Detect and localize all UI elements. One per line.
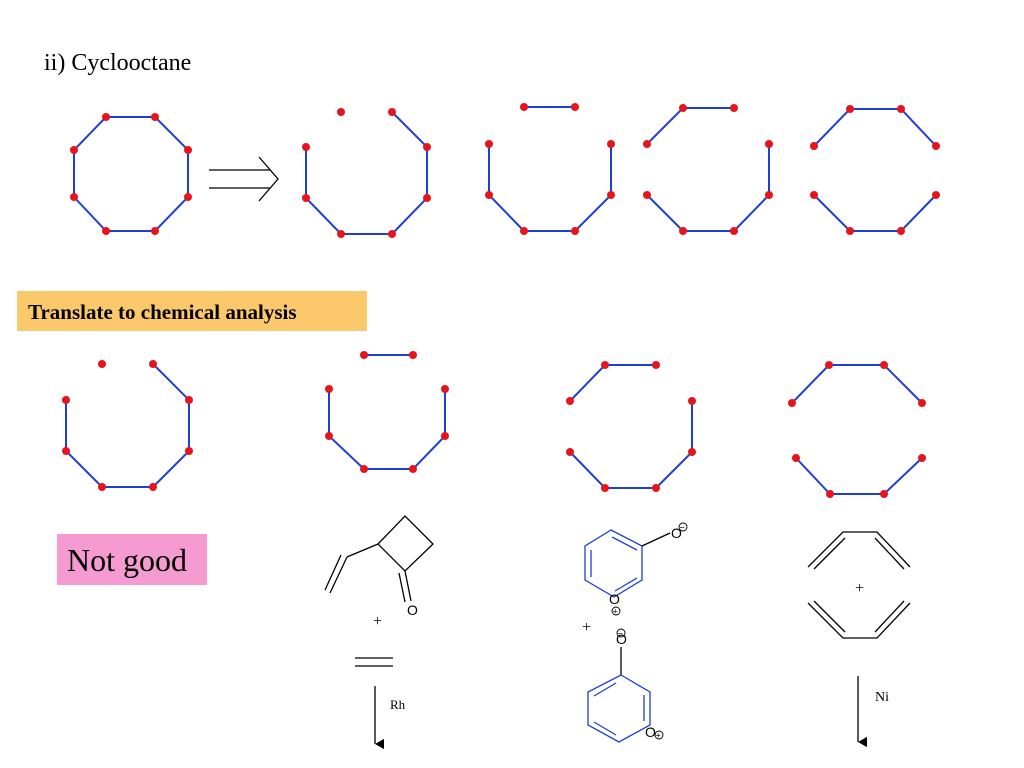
plus-sign-1: + xyxy=(373,613,382,630)
retrosynthesis-arrow xyxy=(209,156,279,202)
ion-oxygen-ring-label: O xyxy=(609,591,620,607)
analysis-open-chain xyxy=(62,360,193,491)
cyclooctane-full-ring xyxy=(70,113,192,235)
analysis-four-plus-four xyxy=(788,361,926,498)
minus-charge-top: − xyxy=(680,523,685,533)
fragments-four-plus-four xyxy=(810,105,940,235)
oxidopyrylium-bottom: O − O + xyxy=(587,629,664,743)
butadiene-top xyxy=(807,531,911,570)
butadiene-bottom xyxy=(807,600,911,639)
fragments-two-plus-six xyxy=(485,103,615,235)
ion-oxygen-mid-label: O xyxy=(616,631,627,647)
slide-title: ii) Cyclooctane xyxy=(44,50,192,76)
not-good-label: Not good xyxy=(57,534,207,585)
translate-banner: Translate to chemical analysis xyxy=(17,291,367,331)
analysis-two-plus-six xyxy=(325,351,449,473)
oxidopyrylium-top: O − O + xyxy=(584,523,688,617)
analysis-three-plus-five xyxy=(566,361,696,492)
open-chain-one-break xyxy=(302,108,431,238)
plus-charge-ring-bottom: + xyxy=(656,731,661,741)
fragments-three-plus-five xyxy=(643,104,773,235)
plus-sign-3: + xyxy=(855,580,864,597)
ion-oxygen-top-label: O xyxy=(671,525,682,541)
minus-charge-mid: − xyxy=(618,629,623,639)
catalyst-ni-label: Ni xyxy=(875,690,889,705)
ethylene-structure xyxy=(355,657,393,667)
carbonyl-oxygen-label: O xyxy=(407,602,418,618)
plus-sign-2: + xyxy=(582,619,591,636)
ion-oxygen-bottom-label: O xyxy=(645,724,656,740)
vinylcyclobutanone-structure: O xyxy=(324,515,434,618)
plus-charge-ring-top: + xyxy=(613,607,618,617)
catalyst-rh-label: Rh xyxy=(390,697,406,712)
